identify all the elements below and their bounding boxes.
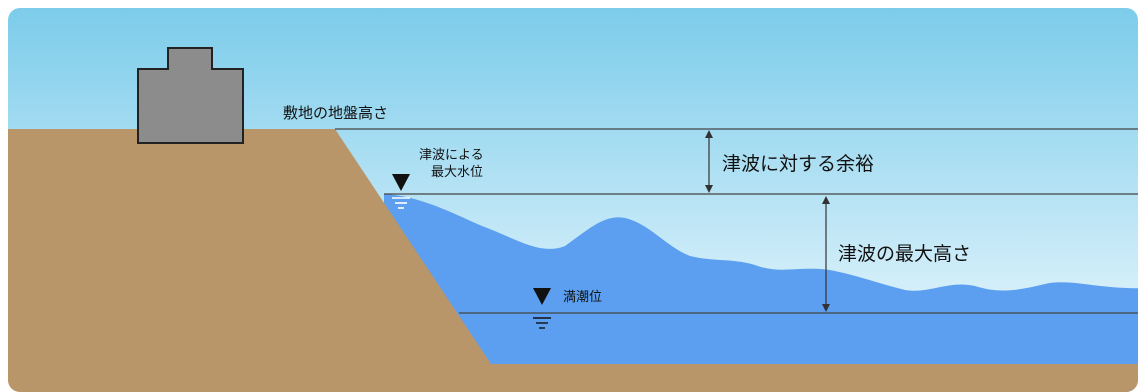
max-water-level-label-line2: 最大水位 xyxy=(431,165,483,180)
high-tide-label: 満潮位 xyxy=(563,290,602,305)
max-water-level-marker-icon xyxy=(392,174,410,209)
ground xyxy=(8,129,1138,392)
tsunami-water xyxy=(384,194,1138,392)
max-tsunami-height-label: 津波の最大高さ xyxy=(838,243,971,265)
max-water-level-label-line1: 津波による xyxy=(419,148,484,163)
tsunami-height-arrow xyxy=(822,196,830,312)
tsunami-margin-label: 津波に対する余裕 xyxy=(722,153,874,175)
margin-arrow xyxy=(705,130,713,193)
high-tide-marker-icon xyxy=(533,288,551,329)
building xyxy=(137,47,244,144)
ground-level-label: 敷地の地盤高さ xyxy=(283,104,388,122)
